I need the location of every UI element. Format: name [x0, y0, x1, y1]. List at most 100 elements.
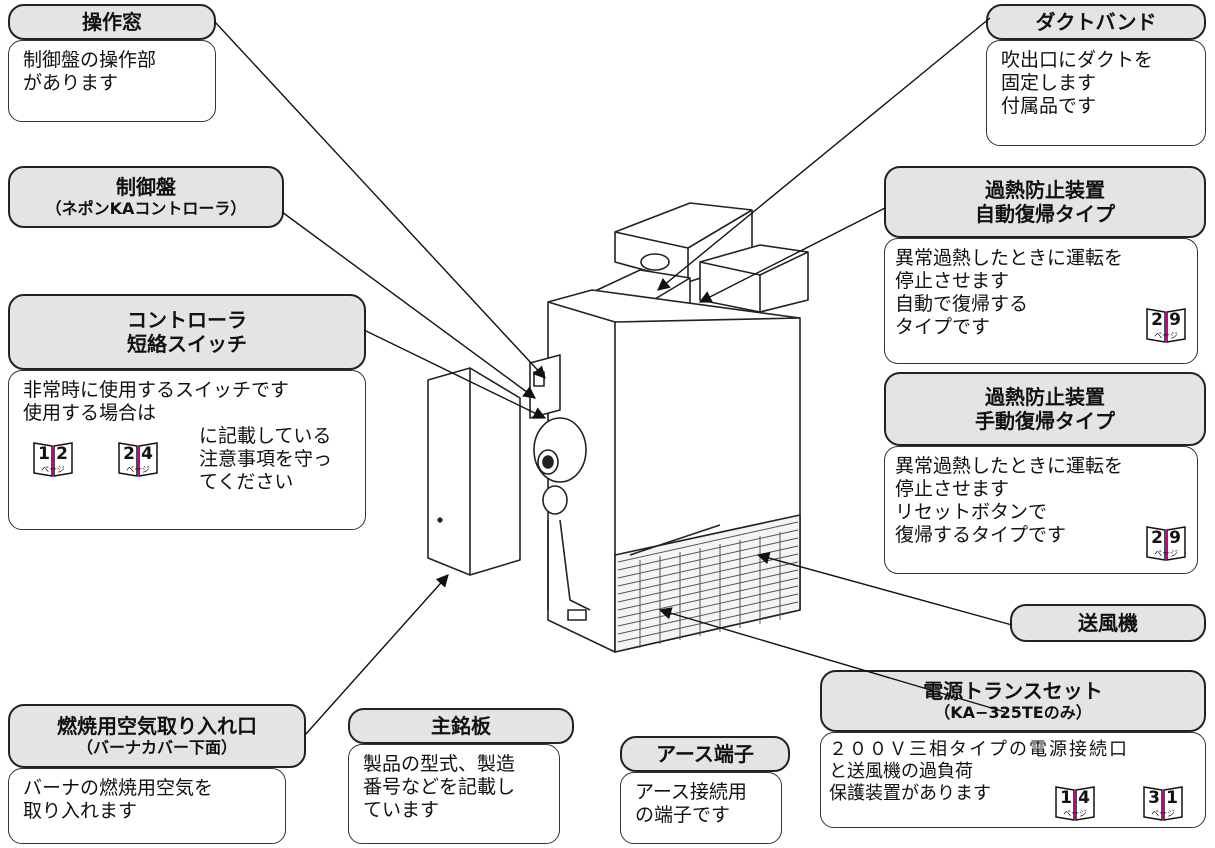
title-text: 主銘板 [431, 714, 491, 738]
page-digit: 1 [1166, 788, 1178, 808]
title-text: アース端子 [656, 742, 754, 766]
callout-title: 制御盤 （ネポンKAコントローラ） [8, 166, 284, 228]
page-digit: 2 [1151, 310, 1163, 330]
body-line: 異常過熱したときに運転を [895, 247, 1124, 269]
body-line: ２００Ｖ三相タイプの電源接続口 [829, 739, 1129, 760]
subtitle-text: 短絡スイッチ [127, 332, 247, 356]
page-ref-book-icon[interactable]: 3 1 ページ [1143, 786, 1183, 822]
page-digit: 2 [56, 444, 68, 464]
callout-overheat-manual: 過熱防止装置 手動復帰タイプ 異常過熱したときに運転を 停止させます リセットボ… [884, 372, 1208, 578]
title-text: 過熱防止装置 [985, 385, 1105, 409]
page-label: ページ [1151, 809, 1175, 818]
body-line: 停止させます [895, 478, 1010, 500]
callout-body: バーナの燃焼用空気を 取り入れます [8, 768, 286, 844]
callout-body: 吹出口にダクトを 固定します 付属品です [986, 40, 1206, 146]
leader-combustion-air [304, 574, 449, 736]
page-digit: 9 [1169, 528, 1181, 548]
title-text: 過熱防止装置 [985, 178, 1105, 202]
page-ref-book-icon[interactable]: 2 9 ページ [1146, 526, 1186, 562]
callout-title: 操作窓 [8, 4, 216, 40]
body-line: 異常過熱したときに運転を [895, 455, 1124, 477]
page-label: ページ [41, 465, 65, 474]
callout-title: 電源トランスセット （KA−325TEのみ） [820, 670, 1206, 732]
body-line: アース接続用 [635, 781, 747, 803]
page-ref-book-icon[interactable]: 1 4 ページ [1055, 786, 1095, 822]
page-digit: 2 [123, 444, 135, 464]
subtitle-text: 手動復帰タイプ [975, 409, 1115, 433]
callout-combustion-air-inlet: 燃焼用空気取り入れ口 （バーナカバー下面） バーナの燃焼用空気を 取り入れます [8, 704, 308, 844]
body-line: 注意事項を守っ [199, 448, 333, 470]
body-line: 取り入れます [23, 800, 138, 822]
callout-title: 主銘板 [348, 708, 574, 744]
callout-title: アース端子 [620, 736, 790, 772]
body-line: リセットボタンで [895, 501, 1048, 523]
callout-control-panel: 制御盤 （ネポンKAコントローラ） [8, 166, 284, 228]
page-digit: 4 [141, 444, 153, 464]
body-line: 復帰するタイプです [895, 524, 1067, 546]
title-text: 送風機 [1078, 611, 1138, 635]
callout-body: 異常過熱したときに運転を 停止させます リセットボタンで 復帰するタイプです [884, 446, 1198, 574]
body-line: と送風機の過負荷 [829, 761, 973, 782]
page-digit: 2 [1151, 528, 1163, 548]
page-ref-book-icon[interactable]: 2 9 ページ [1146, 308, 1186, 344]
leader-overheat-auto [698, 207, 886, 303]
callout-title: 過熱防止装置 手動復帰タイプ [884, 372, 1206, 446]
body-line: てください [199, 471, 294, 493]
title-text: 操作窓 [82, 10, 142, 34]
body-line: 保護装置があります [829, 783, 991, 804]
leader-operation-window [214, 21, 546, 379]
body-line: バーナの燃焼用空気を [23, 777, 214, 799]
subtitle-text: （KA−325TEのみ） [934, 703, 1092, 723]
body-line: 停止させます [895, 270, 1010, 292]
callout-title: 燃焼用空気取り入れ口 （バーナカバー下面） [8, 704, 306, 768]
callout-body: 制御盤の操作部 があります [8, 40, 216, 122]
page-ref-book-icon[interactable]: 1 2 ページ [33, 442, 73, 478]
callout-body: アース接続用 の端子です [620, 772, 782, 844]
subtitle-text: （ネポンKAコントローラ） [45, 199, 247, 219]
subtitle-text: （バーナカバー下面） [76, 738, 237, 758]
callout-operation-window: 操作窓 制御盤の操作部 があります [8, 4, 218, 122]
body-line: 製品の型式、製造 [363, 753, 516, 775]
body-line: に記載している [199, 425, 332, 447]
body-line: タイプです [895, 316, 991, 338]
callout-overheat-auto: 過熱防止装置 自動復帰タイプ 異常過熱したときに運転を 停止させます 自動で復帰… [884, 166, 1208, 370]
title-text: 燃焼用空気取り入れ口 [57, 714, 257, 739]
page-label: ページ [1063, 809, 1087, 818]
body-line: の端子です [635, 804, 731, 826]
callout-duct-band: ダクトバンド 吹出口にダクトを 固定します 付属品です [986, 4, 1208, 148]
callout-title: 送風機 [1010, 604, 1206, 642]
callout-body: 製品の型式、製造 番号などを記載し ています [348, 744, 560, 844]
body-line: 吹出口にダクトを [1001, 49, 1154, 71]
title-text: 電源トランスセット [923, 679, 1103, 704]
leader-control-panel [281, 211, 537, 399]
leader-blower [756, 551, 1013, 626]
callout-power-transformer: 電源トランスセット （KA−325TEのみ） ２００Ｖ三相タイプの電源接続口 と… [820, 670, 1208, 830]
body-line: 固定します [1001, 72, 1097, 94]
body-line: 非常時に使用するスイッチです [23, 379, 290, 401]
body-line: があります [23, 72, 119, 94]
title-text: コントローラ [127, 308, 247, 332]
leader-short-switch [363, 329, 547, 419]
body-line: 付属品です [1001, 95, 1097, 117]
callout-title: コントローラ 短絡スイッチ [8, 294, 366, 370]
page-digit: 3 [1148, 788, 1160, 808]
callout-body: ２００Ｖ三相タイプの電源接続口 と送風機の過負荷 保護装置があります [820, 732, 1206, 828]
page-label: ページ [126, 465, 150, 474]
body-line: 使用する場合は [23, 402, 157, 424]
title-text: 制御盤 [116, 175, 176, 200]
body-line: 制御盤の操作部 [23, 49, 157, 71]
leader-power-transformer [658, 607, 1006, 713]
body-line: 番号などを記載し [363, 776, 516, 798]
body-line: 自動で復帰する [895, 293, 1029, 315]
page-digit: 9 [1169, 310, 1181, 330]
page-ref-book-icon[interactable]: 2 4 ページ [118, 442, 158, 478]
callout-body: 異常過熱したときに運転を 停止させます 自動で復帰する タイプです [884, 238, 1198, 364]
leader-duct-band [657, 17, 991, 291]
title-text: ダクトバンド [1035, 10, 1157, 34]
page-label: ページ [1154, 549, 1178, 558]
callout-title: ダクトバンド [986, 4, 1206, 40]
callout-blower: 送風機 [1010, 604, 1208, 644]
body-line: ています [363, 799, 440, 821]
